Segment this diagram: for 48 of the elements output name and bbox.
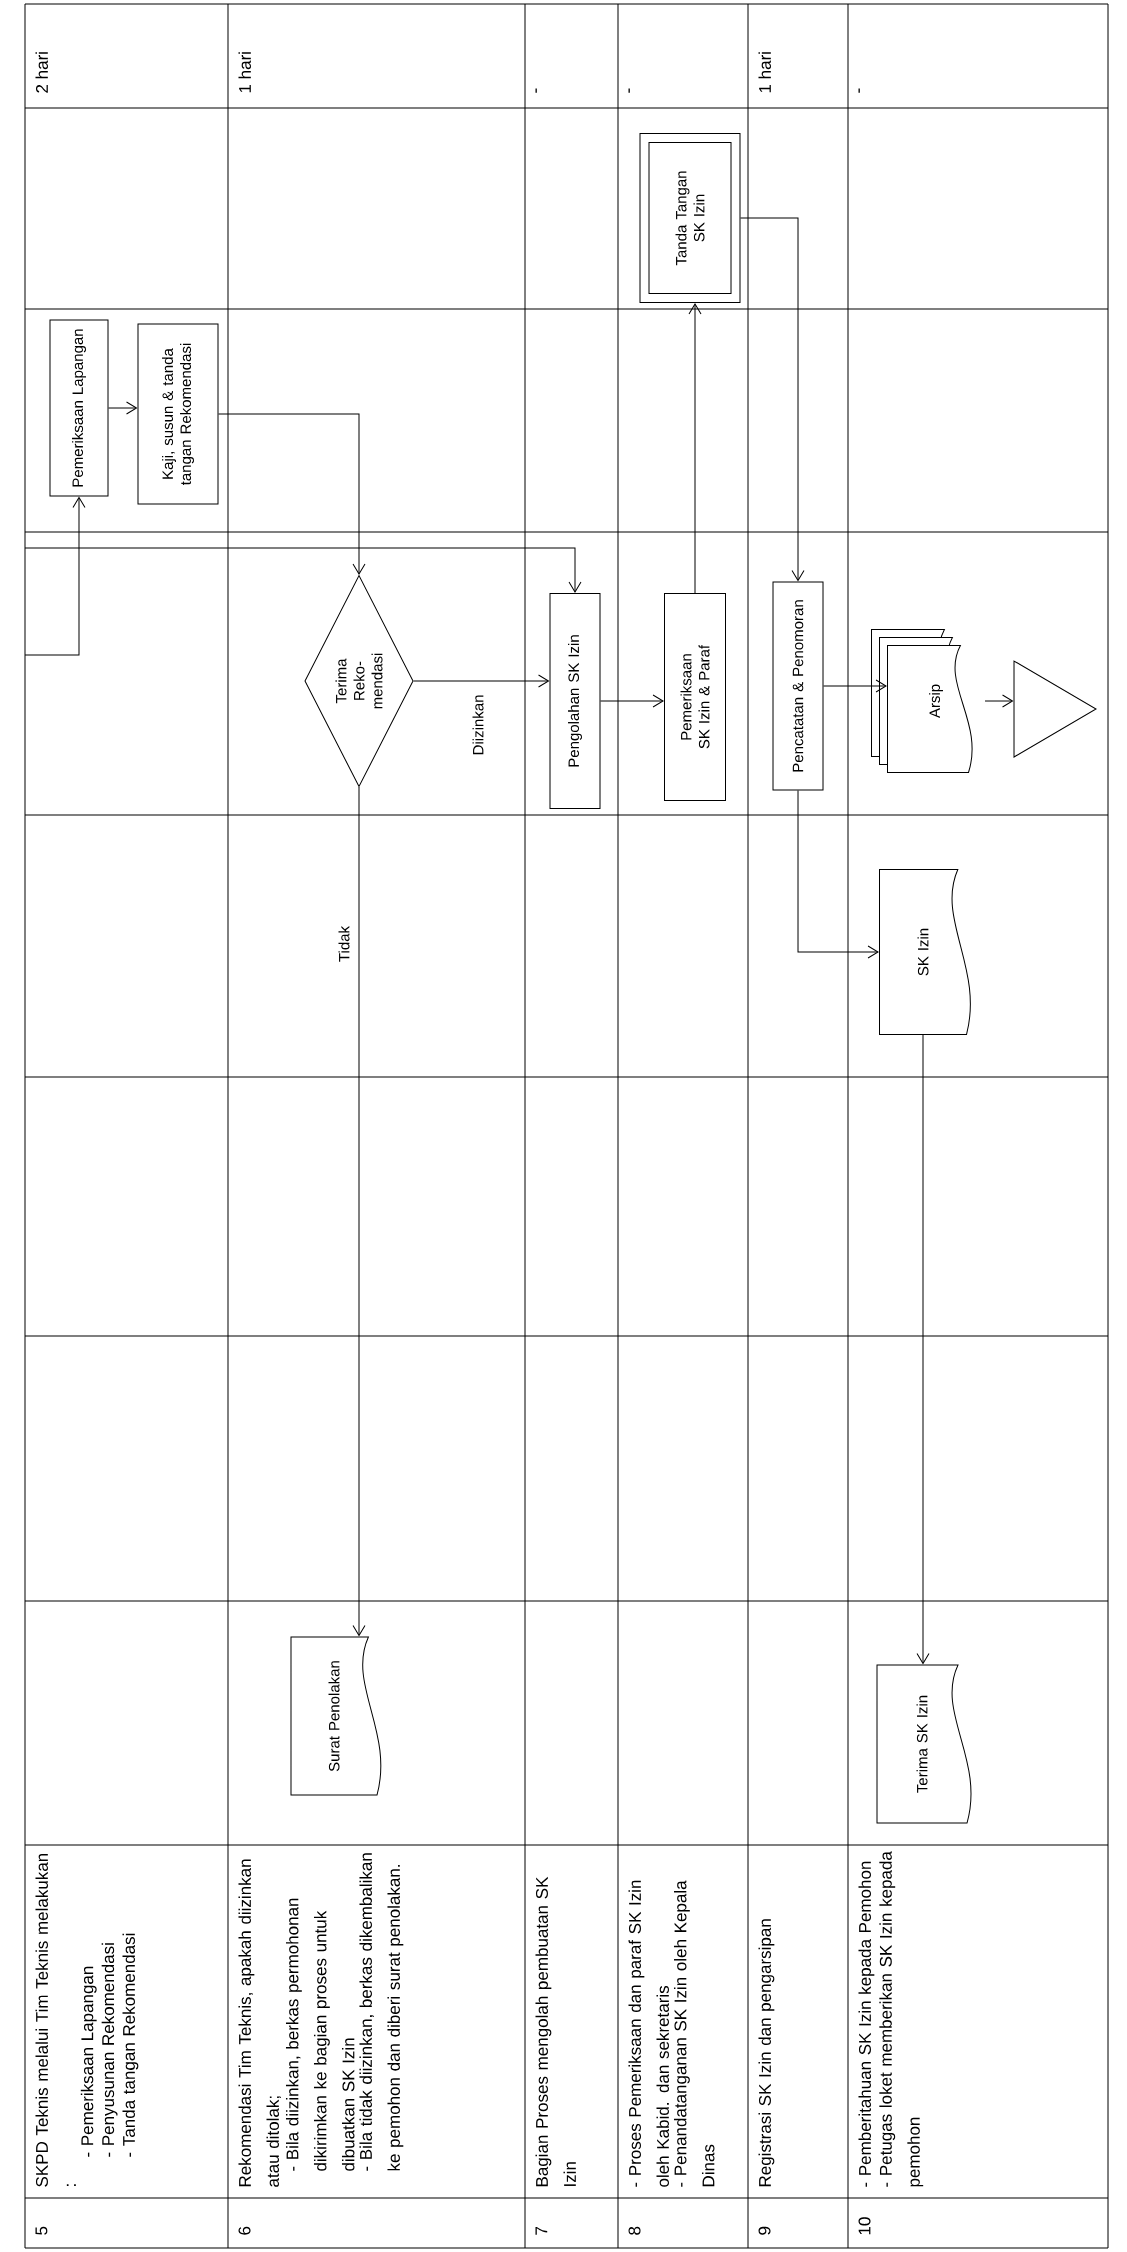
description-text: - Bila tidak diizinkan, berkas dikembalikan ke pemohon dan diberi surat penolakan. (359, 1853, 404, 2171)
arrow (600, 694, 664, 708)
process-box: Pencatatan & Penomoran (772, 581, 824, 791)
process-box: Kaji, susun & tanda tangan Rekomendasi (137, 323, 219, 505)
process-box: Pemeriksaan Lapangan (49, 319, 109, 497)
description-text: - Bila diizinkan, berkas permohonan dikirimkan ke bagian proses untuk dibuatkan SK Izin (286, 1898, 355, 2171)
arrow (218, 413, 366, 575)
description-text: - Tanda tangan Rekomendasi (122, 1933, 139, 2157)
duration-text: 2 hari (35, 52, 48, 93)
step-number: 5 (35, 2226, 48, 2235)
description-text: Registrasi SK Izin dan pengarsipan (758, 1919, 775, 2187)
arrow (413, 674, 550, 688)
document-stack: Arsip (871, 629, 973, 773)
arrow (740, 217, 805, 582)
step-number: 10 (858, 2217, 871, 2235)
duration-text: - (628, 88, 630, 93)
step-number: 8 (628, 2226, 641, 2235)
description-text: - Penyusunan Rekomendasi (101, 1943, 118, 2157)
arrow (823, 679, 887, 693)
arrow (24, 497, 86, 656)
description-text: Bagian Proses mengolah pembuatan SK Izin (535, 1876, 576, 2187)
arrow (688, 303, 702, 594)
duration-text: 1 hari (238, 52, 251, 93)
process-box: Pengolahan SK Izin (549, 593, 601, 809)
description-text: Rekomendasi Tim Teknis, apakah diizinkan atau ditolak; (238, 1859, 281, 2187)
double-border-box: Tanda Tangan SK Izin (639, 133, 741, 303)
edge-label: Tidak (336, 923, 352, 965)
arrow (984, 694, 1014, 708)
archive-triangle (1013, 660, 1097, 758)
step-number: 6 (238, 2226, 251, 2235)
arrow (916, 1034, 930, 1665)
step-number: 7 (535, 2226, 548, 2235)
arrow (108, 401, 138, 415)
description-text: - Pemeriksaan Lapangan (80, 1966, 97, 2157)
step-number: 9 (758, 2226, 771, 2235)
description-text: - Pemberitahuan SK Izin kepada Pemohon (858, 1861, 875, 2187)
description-text: SKPD Teknis melalui Tim Teknis melakukan : (35, 1853, 76, 2187)
process-box: Pemeriksaan SK Izin & Paraf (664, 593, 726, 801)
description-text: - Penandatanganan SK Izin oleh Kepala Dinas (674, 1880, 715, 2187)
description-text: - Petugas loket memberikan SK Izin kepada pemohon (879, 1851, 924, 2187)
arrow (797, 790, 879, 959)
duration-text: - (858, 88, 860, 93)
duration-text: 1 hari (758, 52, 771, 93)
description-text: - Proses Pemeriksaan dan paraf SK Izin oleh Kabid. dan sekretaris (628, 1880, 669, 2187)
arrow (24, 547, 582, 593)
duration-text: - (535, 88, 537, 93)
arrow (352, 786, 366, 1637)
edge-label: Diizinkan (470, 692, 486, 758)
